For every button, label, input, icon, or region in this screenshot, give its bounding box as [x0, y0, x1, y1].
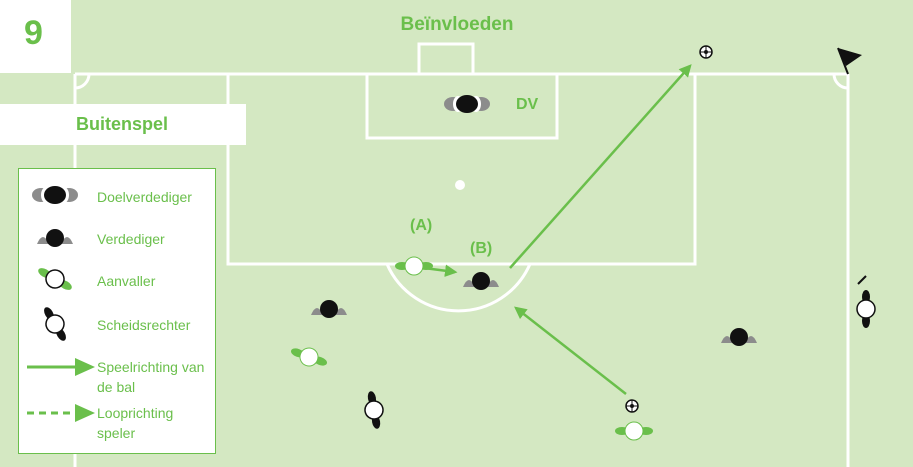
penalty-arc [385, 263, 532, 313]
pass-arrow-to-corner [509, 64, 692, 269]
goal [417, 42, 475, 76]
assistant-referee-icon [856, 275, 876, 329]
legend-label-referee: Scheidsrechter [97, 317, 191, 333]
goalkeeper-tag: DV [516, 96, 539, 113]
legend-label-player-run: Looprichting speler [97, 405, 174, 441]
referee-icon [44, 307, 66, 341]
goalkeeper-icon [32, 186, 78, 204]
page-number: 9 [24, 14, 43, 52]
legend-label-ball-direction: Speelrichting van de bal [97, 359, 205, 395]
legend-label-attacker: Aanvaller [97, 273, 156, 289]
page-title: Beïnvloeden [400, 14, 514, 35]
dashed-arrow-icon [27, 404, 95, 422]
legend-label-goalkeeper: Doelverdediger [97, 189, 192, 205]
legend-label-defender: Verdediger [97, 231, 165, 247]
legend: Doelverdediger Verdediger Aanvaller [18, 168, 216, 454]
ball-icon [699, 45, 713, 59]
defender-icon [37, 229, 73, 247]
solid-arrow-icon [27, 358, 95, 376]
player-a-label: (A) [410, 217, 433, 234]
pass-arrow-to-b [514, 306, 627, 395]
penalty-spot [455, 180, 465, 190]
section-title: Buitenspel [76, 114, 169, 134]
corner-arc-left [74, 73, 91, 90]
player-b-label: (B) [470, 240, 493, 257]
corner-flag-icon [837, 47, 862, 75]
section-tab: Buitenspel [0, 104, 246, 145]
ball-icon [625, 399, 639, 413]
corner-arc-right [832, 73, 849, 90]
goalkeeper-icon [444, 95, 490, 113]
page-number-box: 9 [0, 0, 71, 73]
attacker-icon [38, 268, 72, 290]
